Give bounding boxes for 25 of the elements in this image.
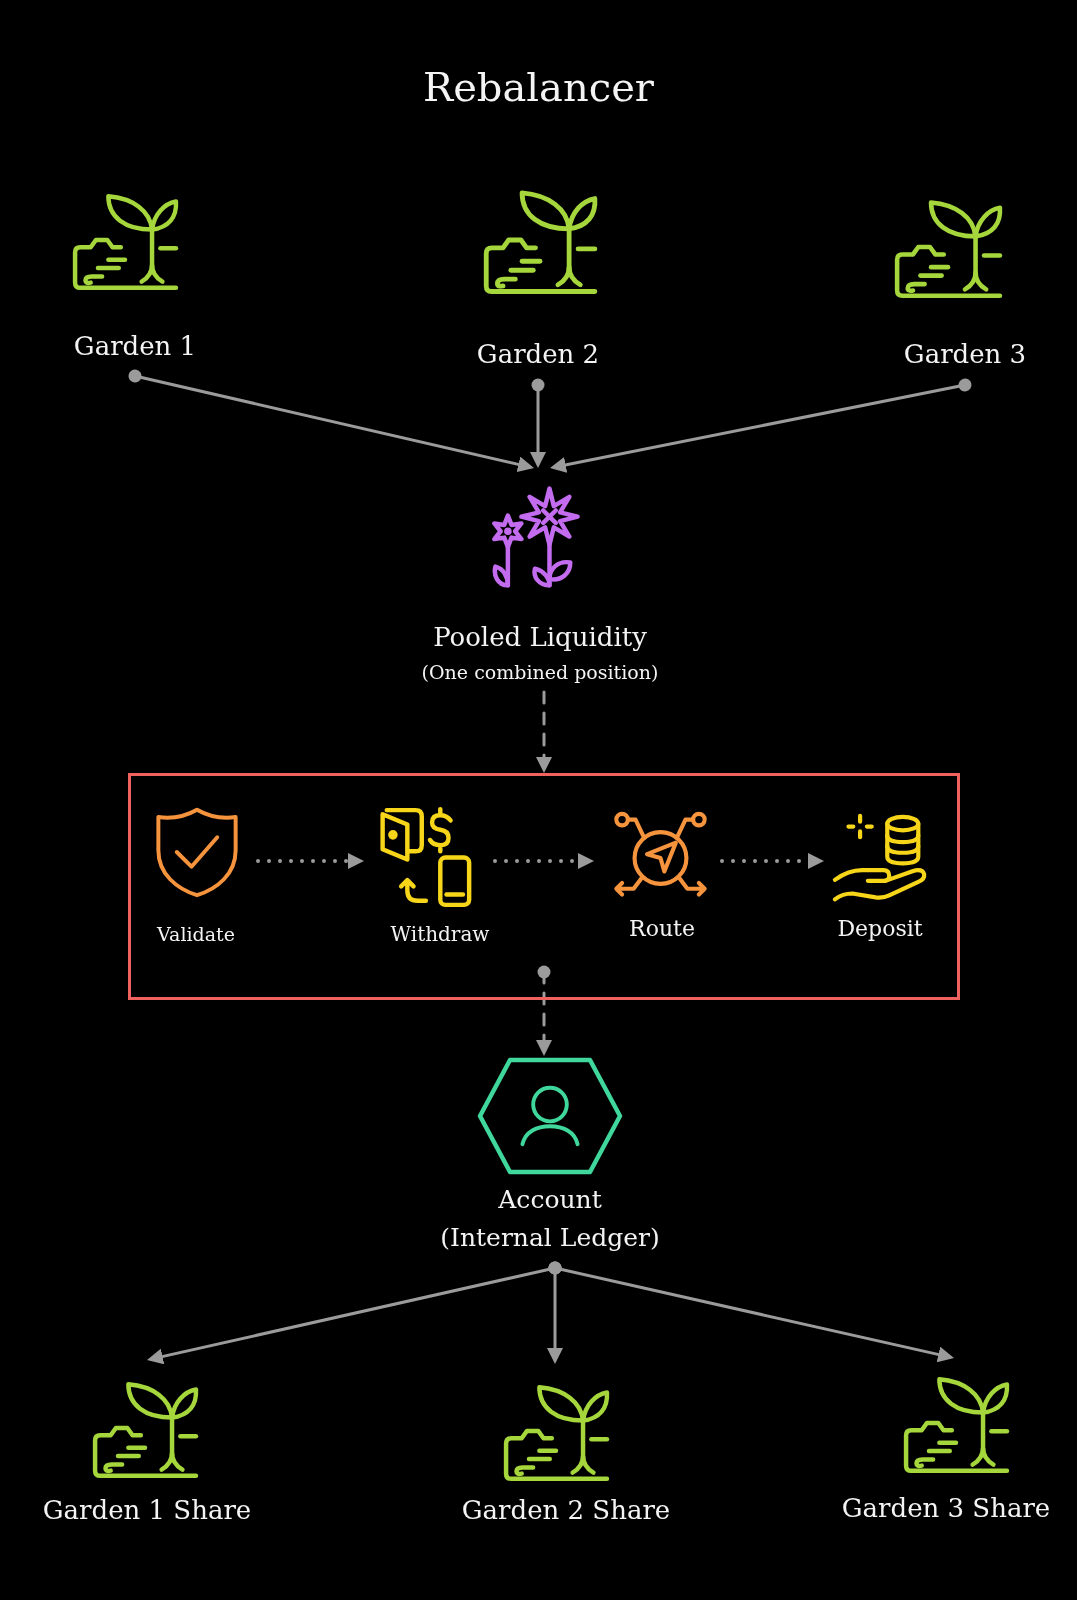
arrow [128, 369, 534, 473]
dotted-arrow [720, 853, 824, 869]
node-label: Withdraw [390, 922, 490, 946]
node-label: Garden 3 Share [841, 1493, 1051, 1525]
dotted-arrow [256, 853, 364, 869]
node-sublabel: (Internal Ledger) [440, 1223, 660, 1253]
node-label: Garden 2 [476, 339, 600, 371]
node-sublabel: (One combined position) [421, 660, 659, 684]
arrow [550, 378, 972, 473]
node-label: Validate [157, 922, 235, 946]
diagram-title: Rebalancer [422, 63, 655, 111]
arrow [530, 378, 546, 468]
node-label: Garden 2 Share [461, 1495, 671, 1527]
dashed-arrow [536, 965, 552, 1056]
arrow [548, 1261, 954, 1363]
dotted-arrow [493, 853, 594, 869]
node-label: Deposit [837, 915, 923, 943]
node-label: Route [629, 915, 695, 943]
process-group-frame [128, 773, 960, 1000]
dashed-arrow [536, 690, 552, 773]
node-label: Garden 1 Share [42, 1495, 252, 1527]
node-label: Garden 3 [903, 339, 1027, 371]
node-label: Garden 1 [73, 331, 197, 363]
node-label: Pooled Liquidity [433, 622, 647, 654]
node-label: Account [498, 1185, 602, 1215]
